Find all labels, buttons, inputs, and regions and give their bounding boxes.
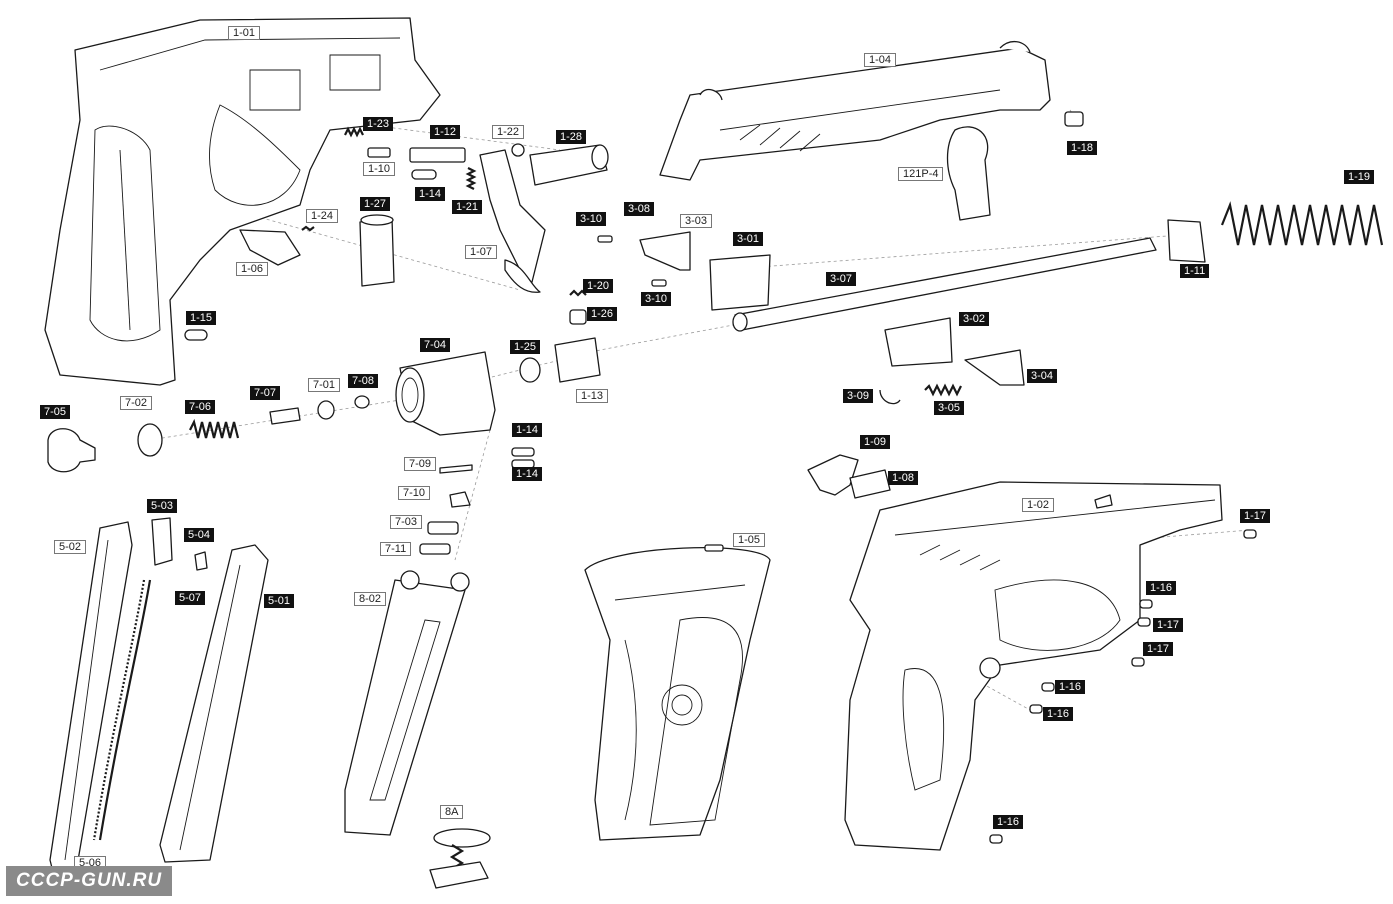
label-1-13: 1-13: [576, 389, 609, 403]
label-1-07: 1-07: [465, 245, 498, 259]
frame-right-part: [844, 481, 1223, 851]
label-1-17-lower: 1-17: [1143, 642, 1174, 656]
label-1-16-d: 1-16: [993, 815, 1024, 829]
label-1-05: 1-05: [733, 533, 766, 547]
label-7-11: 7-11: [380, 542, 412, 556]
label-1-26: 1-26: [587, 307, 618, 321]
label-1-16-a: 1-16: [1146, 581, 1177, 595]
label-1-14-upper: 1-14: [415, 187, 446, 201]
label-1-11: 1-11: [1180, 264, 1210, 278]
label-1-22: 1-22: [492, 125, 525, 139]
label-5-07: 5-07: [175, 591, 206, 605]
label-1-23: 1-23: [363, 117, 394, 131]
trigger-group-small-parts: [184, 126, 609, 341]
label-5-02: 5-02: [54, 540, 87, 554]
label-7-09: 7-09: [404, 457, 437, 471]
frame-left-part: [44, 17, 441, 386]
label-1-27: 1-27: [360, 197, 391, 211]
label-1-02: 1-02: [1022, 498, 1055, 512]
slide-part: [659, 41, 1084, 221]
label-5-01: 5-01: [264, 594, 295, 608]
label-1-14-lower: 1-14: [512, 467, 543, 481]
label-121P-4: 121P-4: [898, 167, 944, 181]
label-7-08: 7-08: [348, 374, 379, 388]
label-1-04: 1-04: [864, 53, 897, 67]
label-5-03: 5-03: [147, 499, 178, 513]
label-1-06: 1-06: [236, 262, 269, 276]
label-3-10-lower: 3-10: [641, 292, 672, 306]
label-7-07: 7-07: [250, 386, 281, 400]
label-1-08: 1-08: [888, 471, 919, 485]
label-1-19: 1-19: [1344, 170, 1375, 184]
cylinder-assembly-parts: [47, 351, 535, 555]
label-1-18: 1-18: [1067, 141, 1098, 155]
label-7-01: 7-01: [308, 378, 341, 392]
label-1-25: 1-25: [510, 340, 541, 354]
label-1-16-b: 1-16: [1055, 680, 1086, 694]
label-3-08: 3-08: [624, 202, 655, 216]
label-1-21: 1-21: [452, 200, 483, 214]
label-5-04: 5-04: [184, 528, 215, 542]
co2-magazine-parts: [344, 570, 491, 889]
label-7-06: 7-06: [185, 400, 216, 414]
watermark-logo: CCCP-GUN.RU: [6, 866, 173, 896]
label-3-09: 3-09: [843, 389, 874, 403]
label-1-20: 1-20: [583, 279, 614, 293]
label-8-02: 8-02: [354, 592, 387, 606]
label-1-16-c: 1-16: [1043, 707, 1074, 721]
label-1-10: 1-10: [363, 162, 396, 176]
label-3-01: 3-01: [733, 232, 764, 246]
label-1-12: 1-12: [430, 125, 461, 139]
label-7-02: 7-02: [120, 396, 153, 410]
label-1-09: 1-09: [860, 435, 891, 449]
label-3-02: 3-02: [959, 312, 990, 326]
label-7-04: 7-04: [420, 338, 451, 352]
label-3-04: 3-04: [1027, 369, 1058, 383]
label-8A: 8A: [440, 805, 464, 819]
safety-parts: [807, 454, 891, 499]
label-1-28: 1-28: [556, 130, 587, 144]
label-3-10-upper: 3-10: [576, 212, 607, 226]
label-7-05: 7-05: [40, 405, 71, 419]
label-3-03: 3-03: [680, 214, 713, 228]
label-1-14-mid: 1-14: [512, 423, 543, 437]
label-1-01: 1-01: [228, 26, 261, 40]
label-1-17-upper: 1-17: [1240, 509, 1271, 523]
label-7-03: 7-03: [390, 515, 423, 529]
recoil-spring-part: [1167, 201, 1384, 263]
barrel-and-valve-parts: [519, 231, 1157, 405]
screws: [989, 529, 1257, 844]
label-3-07: 3-07: [826, 272, 857, 286]
magazine-parts: [49, 517, 269, 881]
label-1-24: 1-24: [306, 209, 339, 223]
grip-panel-part: [584, 544, 771, 841]
label-3-05: 3-05: [934, 401, 965, 415]
label-7-10: 7-10: [398, 486, 431, 500]
label-1-15: 1-15: [186, 311, 217, 325]
label-1-17-mid: 1-17: [1153, 618, 1184, 632]
